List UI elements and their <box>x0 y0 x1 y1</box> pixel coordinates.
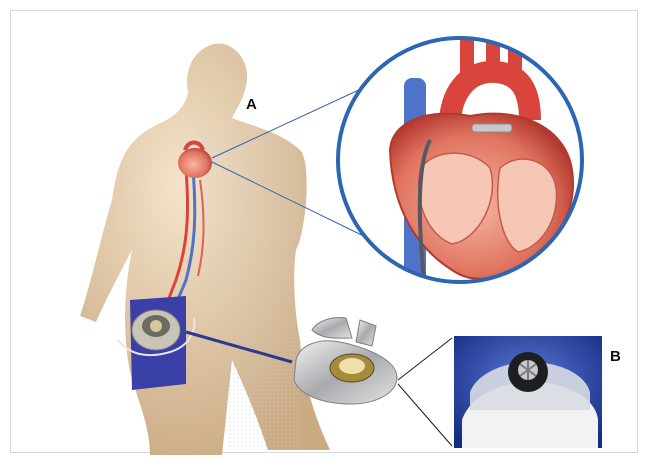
human-torso-icon <box>80 43 330 455</box>
implant-device-icon <box>294 318 397 405</box>
photo-callout-lines <box>398 338 452 446</box>
device-photo <box>454 336 602 448</box>
label-a: A <box>246 96 257 113</box>
heart-detail-circle <box>338 38 582 288</box>
label-b: B <box>610 348 621 365</box>
